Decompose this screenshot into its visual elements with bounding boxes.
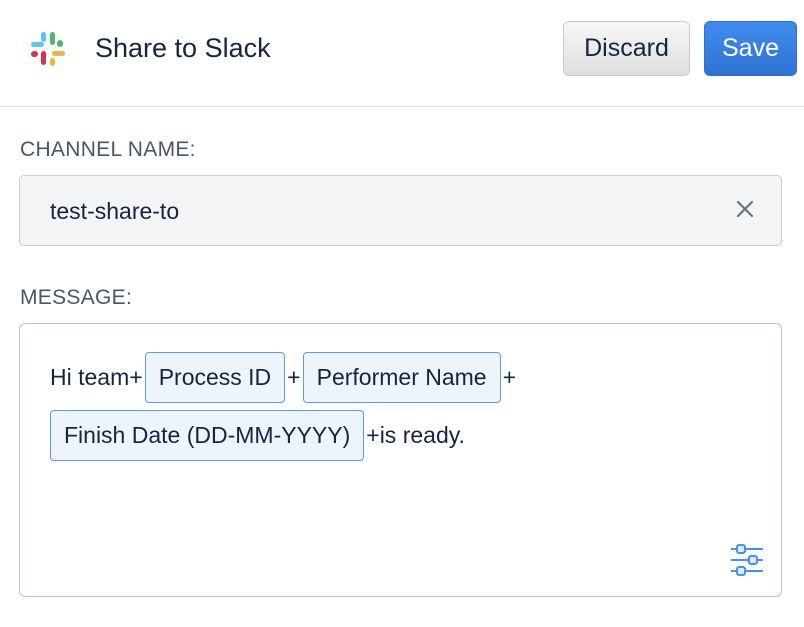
message-text: +is ready. <box>366 422 465 448</box>
header: Share to Slack Discard Save <box>0 0 804 107</box>
message-line: Hi team+ Process ID + Performer Name + <box>50 352 516 403</box>
message-text: Hi team+ <box>50 364 143 390</box>
message-editor[interactable]: Hi team+ Process ID + Performer Name + F… <box>19 323 782 597</box>
variable-chip-performer-name[interactable]: Performer Name <box>302 352 501 403</box>
message-text: + <box>287 364 301 390</box>
message-text: + <box>502 364 517 390</box>
save-button[interactable]: Save <box>704 21 797 76</box>
channel-name-input[interactable]: test-share-to <box>19 175 782 246</box>
message-line: Finish Date (DD-MM-YYYY) +is ready. <box>48 410 465 461</box>
message-label: MESSAGE: <box>20 286 133 309</box>
sliders-icon[interactable] <box>729 544 765 578</box>
variable-chip-process-id[interactable]: Process ID <box>144 352 286 403</box>
close-icon[interactable] <box>733 197 757 221</box>
slack-logo-icon <box>31 32 65 66</box>
channel-name-value: test-share-to <box>50 198 180 224</box>
channel-name-label: CHANNEL NAME: <box>20 138 196 161</box>
discard-button[interactable]: Discard <box>563 21 690 76</box>
variable-chip-finish-date[interactable]: Finish Date (DD-MM-YYYY) <box>50 410 365 461</box>
page-title: Share to Slack <box>95 33 271 63</box>
